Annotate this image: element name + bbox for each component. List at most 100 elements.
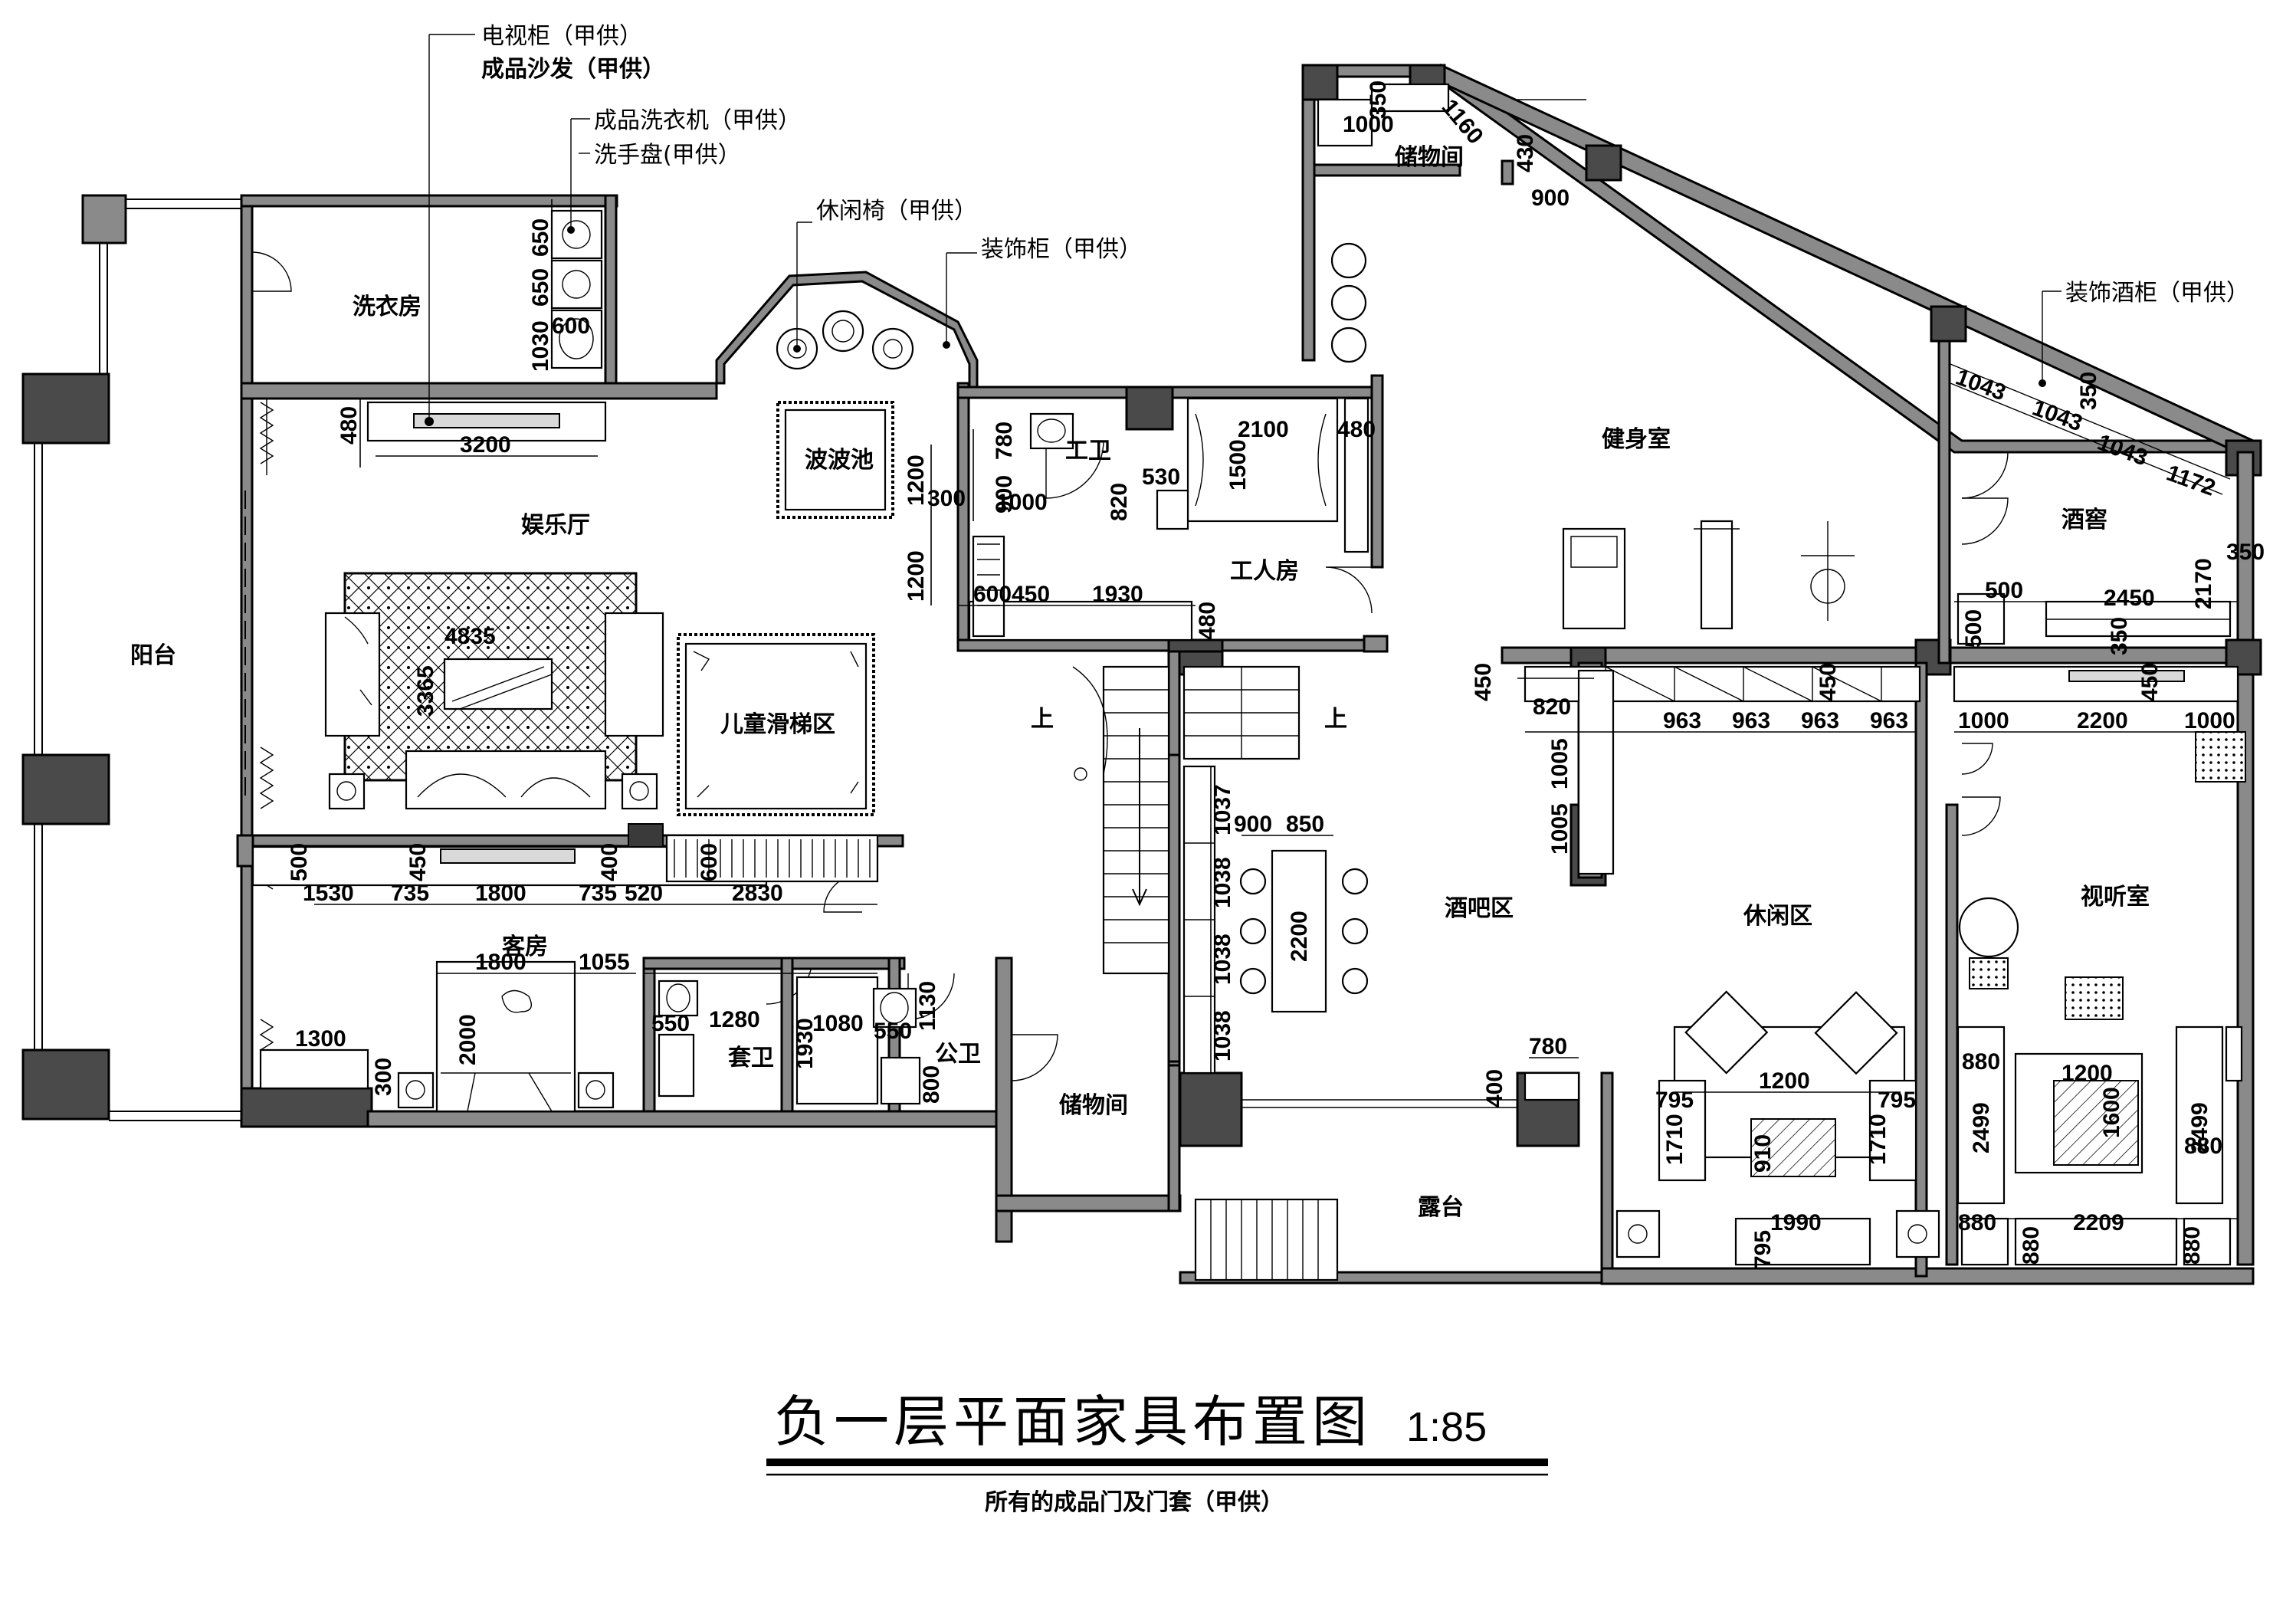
dim-label: 900 [1234,812,1272,837]
drawing-note: 所有的成品门及门套（甲供） [985,1489,1284,1516]
leader-tv-cabinet: 电视柜（甲供） [481,23,642,50]
dim-label: 400 [597,843,622,881]
dimension-labels: 3200 480 4835 3365 650 650 1030 600 500 … [287,80,2265,1268]
stair-up-label-1: 上 [1031,706,1054,733]
leader-sofa: 成品沙发（甲供） [481,56,665,83]
dim-label: 795 [1878,1088,1916,1113]
furniture [244,83,2246,1281]
dim-label: 1710 [1865,1114,1891,1165]
dim-label: 650 [528,218,553,257]
dim-label: 735 [391,881,429,906]
dim-label: 1130 [915,981,940,1031]
room-entertainment-label: 娱乐厅 [521,512,590,539]
dim-label: 400 [1482,1069,1507,1107]
dim-label: 450 [2137,663,2163,701]
dim-label: 350 [2226,540,2265,565]
dim-label: 820 [1533,694,1571,720]
dim-label: 650 [528,268,553,307]
dim-label: 1000 [1958,708,2009,733]
dim-label: 450 [1815,663,1841,701]
dim-label: 500 [287,843,312,881]
room-balcony-label: 阳台 [130,642,176,669]
dim-label: 735 [579,881,617,906]
dim-label: 800 [919,1065,944,1104]
dim-label: 2000 [455,1014,481,1065]
dim-label: 450 [1012,582,1050,607]
dim-label: 880 [1958,1210,1996,1235]
dim-label: 880 [1962,1049,2000,1075]
dim-label: 1930 [1092,582,1143,607]
dim-label: 1172 [2163,461,2219,501]
dim-label: 1280 [709,1007,760,1032]
dim-label: 1038 [1210,857,1235,908]
doors [251,251,2009,1081]
dim-label: 450 [1471,663,1496,701]
dim-label: 1055 [579,950,630,975]
room-guest-bath-label: 套卫 [728,1045,774,1071]
dim-label: 3200 [460,432,511,458]
dim-label: 1600 [2099,1087,2124,1138]
dim-label: 3365 [413,665,438,717]
dim-label: 1080 [812,1011,864,1036]
dim-label: 300 [371,1058,396,1096]
leader-washer: 成品洗衣机（甲供） [594,107,801,134]
dim-label: 1005 [1547,803,1573,855]
leader-deco-cabinet: 装饰柜（甲供） [981,236,1142,263]
dim-label: 963 [1732,708,1770,733]
dim-label: 820 [1107,483,1132,521]
dim-label: 480 [1337,417,1376,442]
room-labels: 阳台 洗衣房 娱乐厅 波波池 儿童滑梯区 客房 套卫 公卫 储物间 储物间 工卫… [130,144,2150,1221]
leader-lounge-chair: 休闲椅（甲供） [816,198,977,225]
dim-label: 2450 [2104,586,2155,611]
title-block: 负一层平面家具布置图 1:85 所有的成品门及门套（甲供） [766,1390,1548,1516]
dim-label: 2200 [2077,708,2128,733]
dim-label: 500 [1985,578,2023,603]
room-public-bath-label: 公卫 [935,1041,981,1068]
drawing-scale: 1:85 [1406,1404,1487,1450]
dim-label: 880 [2180,1226,2205,1265]
dim-label: 1300 [295,1026,346,1052]
dim-label: 850 [1286,812,1324,837]
dim-label: 600 [697,843,722,881]
drawing-title: 负一层平面家具布置图 [774,1390,1372,1454]
room-terrace-label: 露台 [1418,1194,1464,1221]
leader-basin: 洗手盘(甲供） [594,142,741,169]
dim-label: 1710 [1662,1114,1688,1165]
dim-label: 780 [1529,1034,1567,1059]
title-underline-thick [766,1459,1548,1466]
dim-label: 1200 [1759,1068,1810,1094]
leader-lines [425,34,2061,425]
room-av-label: 视听室 [2081,884,2150,911]
dim-label: 600 [552,313,590,339]
dim-label: 1200 [904,550,929,602]
room-storage-upper-label: 储物间 [1395,144,1464,171]
dim-label: 480 [1195,602,1220,640]
dim-label: 900 [992,475,1017,514]
room-wine-cellar-label: 酒窖 [2061,507,2107,533]
stair-up-label-2: 上 [1324,706,1347,733]
room-kids-slide-label: 儿童滑梯区 [720,711,835,738]
dim-label: 4835 [444,624,496,649]
dim-label: 350 [1366,80,1391,119]
dim-label: 1530 [303,881,354,906]
dim-label: 600 [973,582,1012,607]
dimension-lines [261,99,2238,1219]
room-ball-pool-label: 波波池 [805,447,874,474]
dim-label: 1990 [1770,1210,1822,1235]
room-worker-bath-label: 工卫 [1065,438,1111,464]
room-gym-label: 健身室 [1602,426,1671,453]
dim-label: 1930 [792,1018,818,1069]
dim-label: 1038 [1210,1010,1235,1062]
dim-label: 1800 [475,881,526,906]
dim-label: 963 [1801,708,1839,733]
room-leisure-label: 休闲区 [1743,903,1812,930]
dim-label: 1038 [1210,934,1235,985]
leader-wine-rack: 装饰酒柜（甲供） [2065,280,2249,307]
leader-labels: 电视柜（甲供） 成品沙发（甲供） 成品洗衣机（甲供） 洗手盘(甲供） 休闲椅（甲… [481,23,2249,307]
room-laundry-label: 洗衣房 [353,294,421,320]
dim-label: 795 [1750,1230,1776,1268]
dim-label: 480 [336,406,362,445]
dim-label: 880 [2019,1226,2044,1265]
dim-label: 520 [625,881,663,906]
dim-label: 780 [992,422,1017,460]
